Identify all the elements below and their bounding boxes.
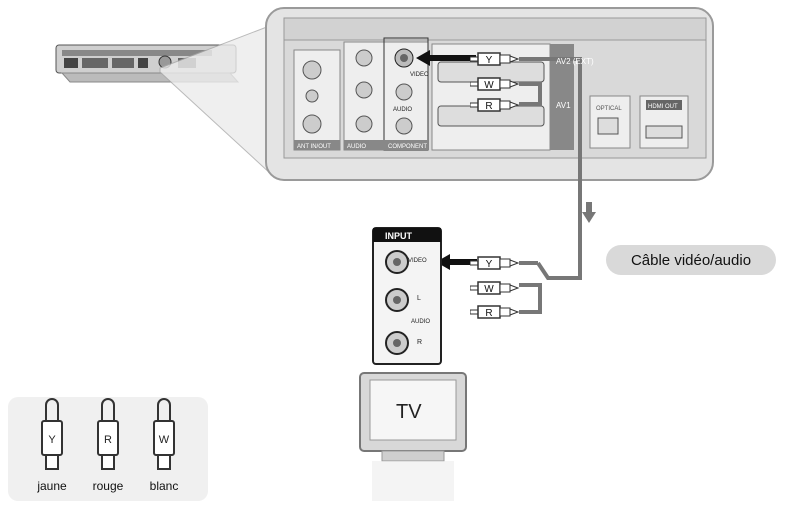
plug-letter: R [485,101,492,112]
plug-letter: W [484,284,494,295]
rca-plug-icon: Y [469,52,520,66]
rca-plug-icon: R [469,98,520,112]
tv-set [359,372,467,501]
rca-plug: R [469,98,522,112]
legend-name: jaune [37,479,67,493]
legend-letter: Y [48,434,56,446]
rca-plug-icon: Y [469,256,520,270]
plug-icon: Y [41,398,63,470]
optical-label: OPTICAL [596,106,622,112]
rca-plug-icon: W [469,281,520,295]
legend-letter: R [104,434,112,446]
tv-input-header: INPUT [385,231,413,241]
mid-block-label-2: COMPONENT [388,144,427,150]
plug-letter: R [485,308,492,319]
rca-plug: Y [469,256,522,270]
rca-plug: Y [469,52,522,66]
plug-icon: R [97,398,119,470]
video-label: VIDEO [410,72,429,78]
tv-audio-label: AUDIO [411,319,430,325]
legend-name: rouge [92,479,124,493]
cable-label: Câble vidéo/audio [606,245,776,275]
rca-plug-icon: W [469,77,520,91]
tv-r-label: R [417,339,422,346]
tv-label: TV [396,401,422,423]
legend-letter: W [159,434,170,446]
tv-input-panel [372,227,442,365]
av1-label: AV1 [556,101,571,110]
plug-color-legend: Y jaune R rouge W blanc [8,397,208,501]
av2-label: AV2 (EXT) [556,57,594,66]
legend-item-yellow: Y jaune [22,397,82,501]
ant-block-label: ANT IN/OUT [297,144,331,150]
signal-arrows [416,50,596,270]
tv-video-label: VIDEO [408,258,427,264]
audio-label: AUDIO [393,107,412,113]
legend-item-white: W blanc [134,397,194,501]
rca-plug: W [469,281,522,295]
plug-letter: W [484,80,494,91]
tv-l-label: L [417,295,421,302]
plug-icon: W [153,398,175,470]
hdmi-label: HDMI OUT [648,104,678,110]
rca-plug: R [469,305,522,319]
legend-item-red: R rouge [78,397,138,501]
rca-plug-icon: R [469,305,520,319]
legend-name: blanc [149,479,179,493]
rca-plug: W [469,77,522,91]
mid-block-label-1: AUDIO [347,144,366,150]
plug-letter: Y [486,259,493,270]
plug-letter: Y [486,55,493,66]
rear-panel [265,7,714,181]
cable-lines [519,57,582,314]
